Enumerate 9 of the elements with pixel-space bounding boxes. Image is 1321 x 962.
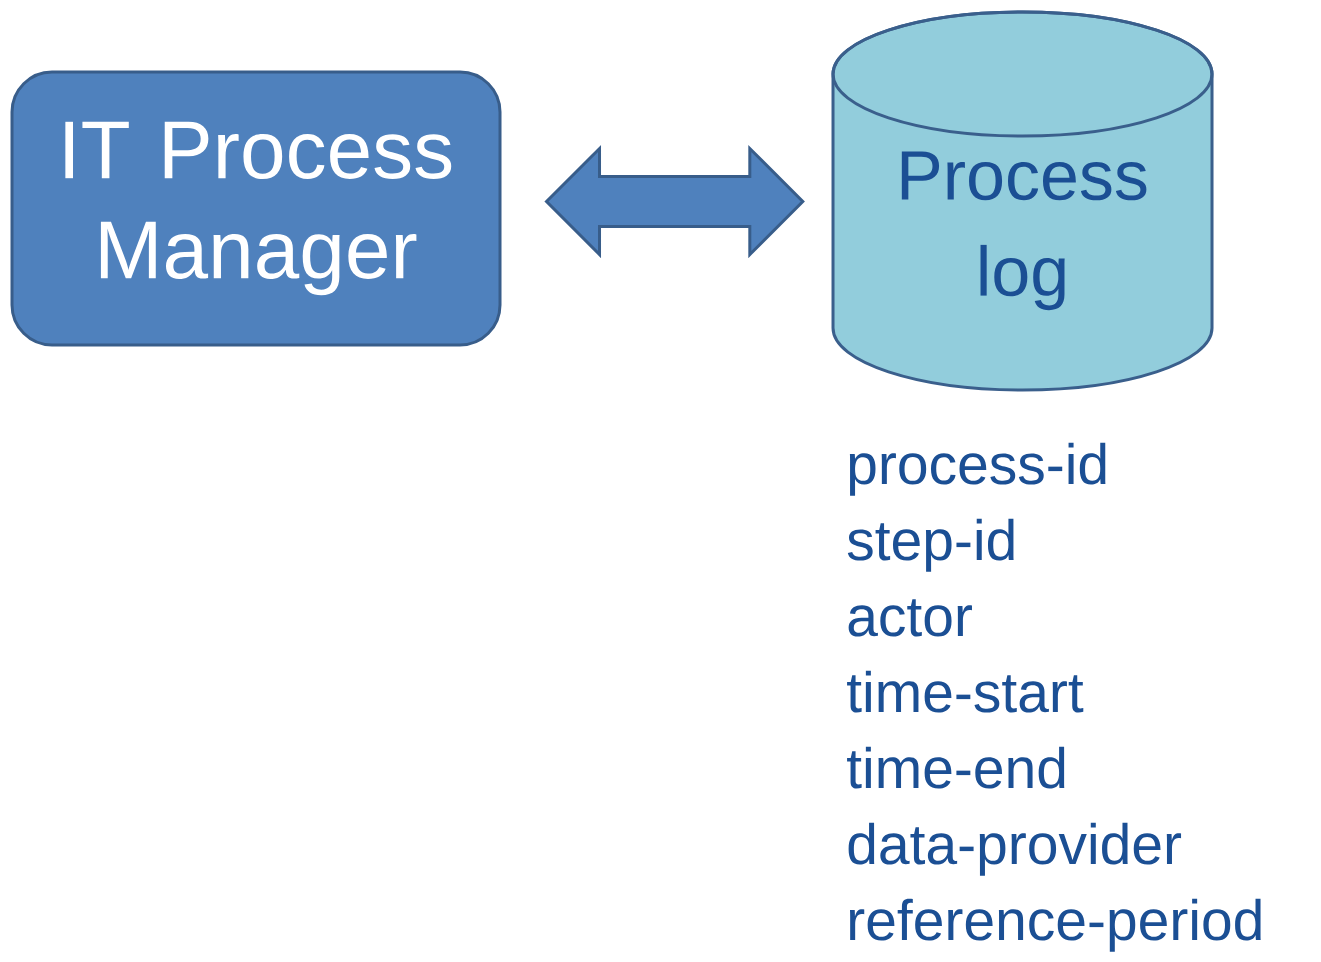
field-name: data-provider <box>848 822 1182 876</box>
process-box: IT Process Manager <box>10 70 502 347</box>
field-name: time-end <box>847 746 1065 789</box>
database-cylinder: Process log <box>831 10 1214 392</box>
field-name: reference-period <box>850 898 1261 952</box>
field-name: process-id <box>849 442 1106 496</box>
field-name: actor <box>848 599 972 637</box>
field-name: step-id <box>847 518 1014 572</box>
field-name: time-start <box>847 670 1084 713</box>
